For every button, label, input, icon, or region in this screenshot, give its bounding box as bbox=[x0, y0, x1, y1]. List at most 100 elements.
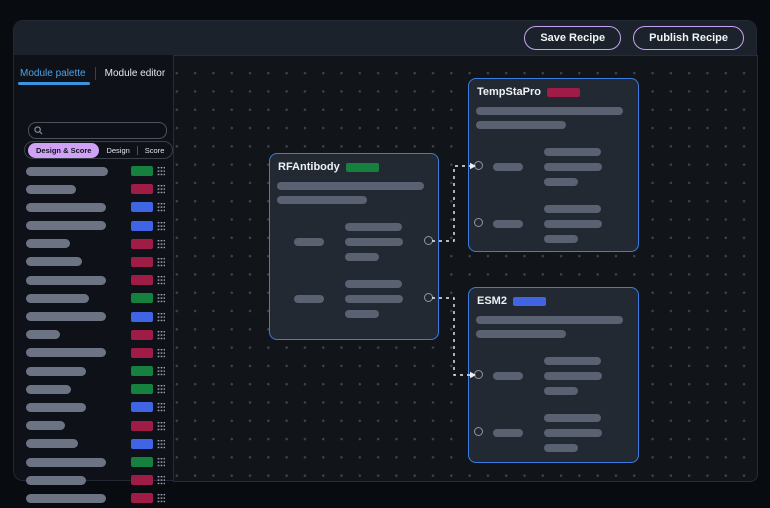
node-esm2[interactable]: ESM2 bbox=[468, 287, 639, 463]
module-name-placeholder bbox=[26, 439, 78, 449]
drag-handle-icon[interactable] bbox=[157, 311, 165, 322]
node-type-badge bbox=[345, 163, 379, 172]
drag-handle-icon[interactable] bbox=[157, 256, 165, 267]
param-value-bar bbox=[544, 163, 602, 171]
param-label-pill bbox=[493, 163, 523, 171]
module-type-badge bbox=[131, 347, 153, 358]
param-value-bar bbox=[544, 429, 602, 437]
palette-module-row[interactable] bbox=[14, 308, 173, 326]
input-port[interactable] bbox=[474, 427, 483, 436]
module-type-badge bbox=[131, 256, 153, 267]
module-name-placeholder bbox=[26, 221, 106, 231]
param-value-bar bbox=[345, 253, 379, 261]
input-port[interactable] bbox=[474, 218, 483, 227]
drag-handle-icon[interactable] bbox=[157, 220, 165, 231]
palette-module-row[interactable] bbox=[14, 398, 173, 416]
filter-chip-score[interactable]: Score bbox=[144, 145, 165, 155]
node-desc-bar bbox=[476, 330, 566, 338]
palette-module-row[interactable] bbox=[14, 362, 173, 380]
param-value-bar bbox=[345, 310, 379, 318]
module-name-placeholder bbox=[26, 166, 108, 176]
module-name-placeholder bbox=[26, 384, 71, 394]
palette-module-row[interactable] bbox=[14, 471, 173, 489]
drag-handle-icon[interactable] bbox=[157, 238, 165, 249]
node-desc-bar bbox=[476, 121, 566, 129]
module-type-badge bbox=[131, 366, 153, 377]
palette-module-row[interactable] bbox=[14, 271, 173, 289]
palette-module-row[interactable] bbox=[14, 326, 173, 344]
palette-module-row[interactable] bbox=[14, 380, 173, 398]
tab-divider bbox=[94, 66, 96, 80]
output-port[interactable] bbox=[424, 293, 433, 302]
drag-handle-icon[interactable] bbox=[157, 166, 165, 176]
palette-module-row[interactable] bbox=[14, 198, 173, 216]
chip-divider bbox=[136, 145, 138, 155]
drag-handle-icon[interactable] bbox=[157, 402, 165, 413]
module-search-box[interactable] bbox=[28, 122, 167, 139]
drag-handle-icon[interactable] bbox=[157, 202, 165, 213]
node-rfantibody[interactable]: RFAntibody bbox=[269, 153, 439, 340]
palette-module-row[interactable] bbox=[14, 435, 173, 453]
palette-module-row[interactable] bbox=[14, 162, 173, 180]
node-tempstapro[interactable]: TempStaPro bbox=[468, 78, 639, 252]
palette-module-row[interactable] bbox=[14, 417, 173, 435]
palette-module-row[interactable] bbox=[14, 235, 173, 253]
top-bar: Save Recipe Publish Recipe bbox=[14, 21, 756, 55]
module-name-placeholder bbox=[26, 257, 82, 267]
search-input[interactable] bbox=[47, 125, 157, 136]
drag-handle-icon[interactable] bbox=[157, 275, 165, 286]
drag-handle-icon[interactable] bbox=[157, 420, 165, 431]
tab-module-palette[interactable]: Module palette bbox=[14, 68, 92, 85]
module-name-placeholder bbox=[26, 275, 106, 285]
palette-module-row[interactable] bbox=[14, 180, 173, 198]
param-value-bar bbox=[544, 372, 602, 380]
filter-chip-design[interactable]: Design bbox=[106, 145, 130, 155]
param-value-bar bbox=[544, 235, 578, 243]
module-type-badge bbox=[131, 293, 153, 304]
param-label-pill bbox=[493, 220, 523, 228]
param-label-pill bbox=[294, 238, 324, 246]
param-value-bar bbox=[544, 205, 601, 213]
node-header: TempStaPro bbox=[477, 86, 580, 98]
filter-chip-design-and-score[interactable]: Design & Score bbox=[28, 142, 100, 158]
param-value-bar bbox=[345, 238, 403, 246]
drag-handle-icon[interactable] bbox=[157, 438, 165, 449]
drag-handle-icon[interactable] bbox=[157, 293, 165, 304]
drag-handle-icon[interactable] bbox=[157, 384, 165, 395]
palette-module-row[interactable] bbox=[14, 453, 173, 471]
search-icon bbox=[34, 126, 43, 135]
drag-handle-icon[interactable] bbox=[157, 475, 165, 486]
module-name-placeholder bbox=[26, 402, 86, 412]
drag-handle-icon[interactable] bbox=[157, 347, 165, 358]
drag-handle-icon[interactable] bbox=[157, 184, 165, 195]
node-desc-bar bbox=[476, 316, 623, 324]
active-tab-underline bbox=[18, 82, 90, 85]
palette-module-row[interactable] bbox=[14, 489, 173, 507]
save-recipe-button[interactable]: Save Recipe bbox=[524, 26, 622, 50]
module-type-badge bbox=[131, 275, 153, 286]
sidebar-tabs: Module palette Module editor bbox=[14, 61, 173, 85]
drag-handle-icon[interactable] bbox=[157, 457, 165, 467]
palette-module-row[interactable] bbox=[14, 253, 173, 271]
drag-handle-icon[interactable] bbox=[157, 366, 165, 377]
tab-module-editor-label: Module editor bbox=[104, 67, 166, 79]
output-port[interactable] bbox=[424, 236, 433, 245]
input-port[interactable] bbox=[474, 370, 483, 379]
drag-handle-icon[interactable] bbox=[157, 493, 165, 504]
node-desc-bar bbox=[277, 196, 367, 204]
publish-recipe-button[interactable]: Publish Recipe bbox=[633, 26, 744, 50]
palette-module-row[interactable] bbox=[14, 217, 173, 235]
module-type-badge bbox=[131, 420, 153, 431]
param-label-pill bbox=[493, 372, 523, 380]
palette-module-row[interactable] bbox=[14, 344, 173, 362]
app-window: Save Recipe Publish Recipe Module palett… bbox=[13, 20, 758, 504]
drag-handle-icon[interactable] bbox=[157, 329, 165, 340]
palette-module-row[interactable] bbox=[14, 289, 173, 307]
param-value-bar bbox=[544, 220, 602, 228]
input-port[interactable] bbox=[474, 161, 483, 170]
tab-module-editor[interactable]: Module editor bbox=[99, 68, 172, 79]
module-type-badge bbox=[131, 166, 153, 176]
node-header: ESM2 bbox=[477, 295, 546, 307]
module-name-placeholder bbox=[26, 493, 106, 503]
